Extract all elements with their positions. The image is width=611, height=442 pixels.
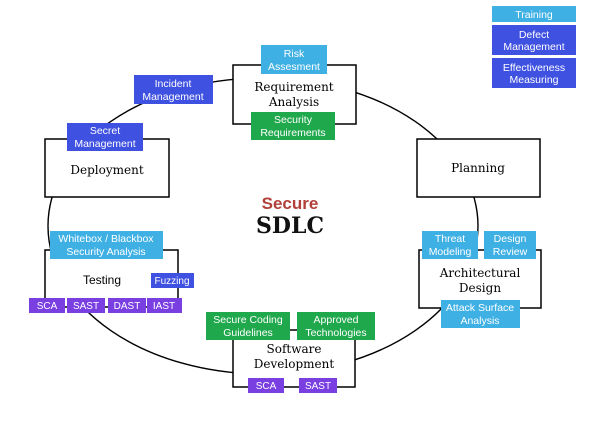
svg-text:Design: Design	[494, 233, 527, 245]
legend-defect-swatch	[492, 25, 576, 55]
svg-text:Analysis: Analysis	[460, 315, 499, 327]
phase-label-line1: Planning	[451, 161, 505, 175]
svg-text:Whitebox / Blackbox: Whitebox / Blackbox	[58, 233, 154, 245]
phase-label-line1: Software	[267, 342, 322, 356]
svg-text:SCA: SCA	[37, 301, 58, 312]
svg-text:Management: Management	[74, 138, 135, 150]
svg-text:Security: Security	[274, 114, 313, 126]
svg-text:Approved: Approved	[314, 314, 359, 326]
phase-label-line1: Deployment	[70, 163, 143, 177]
svg-text:Review: Review	[493, 246, 528, 258]
tag-secure-coding-guidelines: Secure Coding Guidelines	[206, 312, 290, 340]
svg-text:Risk: Risk	[284, 48, 305, 60]
legend: Training Defect Management Effectiveness…	[492, 6, 576, 88]
svg-text:Guidelines: Guidelines	[223, 327, 273, 339]
legend-defect-line1: Defect	[519, 29, 549, 41]
tag-dev-sast: SAST	[299, 378, 337, 393]
svg-text:Threat: Threat	[435, 233, 465, 245]
phase-box	[418, 249, 542, 309]
tag-risk-assesment: Risk Assesment	[261, 45, 327, 74]
phase-label-line2: Analysis	[268, 95, 319, 109]
tag-security-requirements: Security Requirements	[251, 112, 335, 140]
legend-defect-line2: Management	[503, 41, 564, 53]
tag-incident-management: Incident Management	[134, 75, 213, 104]
svg-text:SAST: SAST	[305, 381, 331, 392]
svg-text:Management: Management	[142, 91, 203, 103]
phase-label-line1: Architectural	[439, 266, 521, 280]
svg-text:SCA: SCA	[256, 381, 277, 392]
tag-fuzzing: Fuzzing	[151, 273, 194, 288]
tag-test-sast: SAST	[67, 298, 105, 313]
legend-effectiveness-line2: Measuring	[509, 74, 558, 86]
svg-text:Requirements: Requirements	[260, 127, 325, 139]
svg-text:Security Analysis: Security Analysis	[66, 246, 145, 258]
phase-label-line2: Design	[459, 281, 501, 295]
legend-effectiveness-swatch	[492, 58, 576, 88]
tag-test-iast: IAST	[147, 298, 182, 313]
svg-text:IAST: IAST	[153, 301, 175, 312]
phase-planning: Planning	[416, 138, 541, 198]
tag-whitebox-blackbox: Whitebox / Blackbox Security Analysis	[50, 231, 163, 259]
svg-text:Technologies: Technologies	[305, 327, 366, 339]
svg-text:Incident: Incident	[155, 78, 192, 90]
svg-text:Modeling: Modeling	[429, 246, 472, 258]
tag-dev-sca: SCA	[248, 378, 284, 393]
tag-test-dast: DAST	[108, 298, 146, 313]
svg-text:Secure Coding: Secure Coding	[213, 314, 283, 326]
legend-effectiveness-line1: Effectiveness	[503, 62, 565, 74]
phase-label-line2: Development	[254, 357, 335, 371]
title-sdlc: SDLC	[256, 213, 324, 239]
svg-text:Attack Surface: Attack Surface	[446, 302, 514, 314]
tag-design-review: Design Review	[484, 231, 536, 259]
legend-training-label: Training	[515, 9, 553, 21]
phase-label-line1: Testing	[83, 273, 121, 287]
legend-training-swatch	[492, 6, 576, 22]
title-secure: Secure	[262, 194, 319, 213]
svg-text:Fuzzing: Fuzzing	[154, 276, 189, 287]
tag-approved-technologies: Approved Technologies	[297, 312, 375, 340]
svg-text:DAST: DAST	[114, 301, 141, 312]
tag-secret-management: Secret Management	[67, 123, 143, 151]
svg-text:SAST: SAST	[73, 301, 99, 312]
svg-text:Secret: Secret	[90, 125, 120, 137]
phase-box	[416, 138, 541, 198]
tag-test-sca: SCA	[29, 298, 65, 313]
tag-threat-modeling: Threat Modeling	[422, 231, 478, 259]
phase-architectural-design: Architectural Design	[418, 249, 542, 309]
tag-attack-surface-analysis: Attack Surface Analysis	[441, 300, 520, 328]
phase-label-line1: Requirement	[254, 80, 333, 94]
svg-text:Assesment: Assesment	[268, 61, 320, 73]
